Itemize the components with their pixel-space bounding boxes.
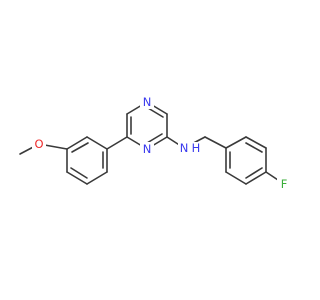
svg-text:N: N (143, 95, 152, 109)
bond-mphenyl-double-1 (71, 142, 89, 153)
bond-mphenyl-4 (66, 171, 88, 185)
bond-fphenyl-2 (245, 136, 267, 149)
bond-fphenyl-1 (225, 136, 247, 149)
bond-mphenyl-1 (86, 136, 108, 150)
svg-text:H: H (192, 141, 201, 155)
bond-pyrazine-double-2 (146, 133, 163, 144)
bond-mphenyl-double-2 (70, 167, 88, 179)
bond-mphenyl-2 (66, 136, 88, 150)
bond-fphenyl-double-2 (245, 167, 263, 179)
bond-ch2-aryl (204, 136, 227, 149)
atom-n-ring-bottom: N (140, 142, 154, 156)
atom-o-methoxy: O (32, 137, 46, 151)
bond-fphenyl-4 (245, 171, 267, 185)
atom-f: F (277, 177, 291, 191)
bond-mphenyl-5 (86, 171, 108, 185)
svg-text:N: N (143, 142, 152, 156)
svg-text:O: O (34, 137, 43, 151)
svg-text:N: N (180, 141, 189, 155)
bond-pyrazine-double-1 (147, 107, 164, 118)
bond-fphenyl-5 (225, 171, 247, 185)
svg-text:F: F (281, 177, 288, 191)
bond-fphenyl-double-1 (245, 142, 263, 153)
atom-nh: N H (178, 141, 204, 168)
bond-pyrazine-aryl (106, 136, 128, 150)
atom-n-ring-top: N (140, 95, 154, 109)
molecule-structure-diagram: N N N H O F (19, 95, 291, 191)
